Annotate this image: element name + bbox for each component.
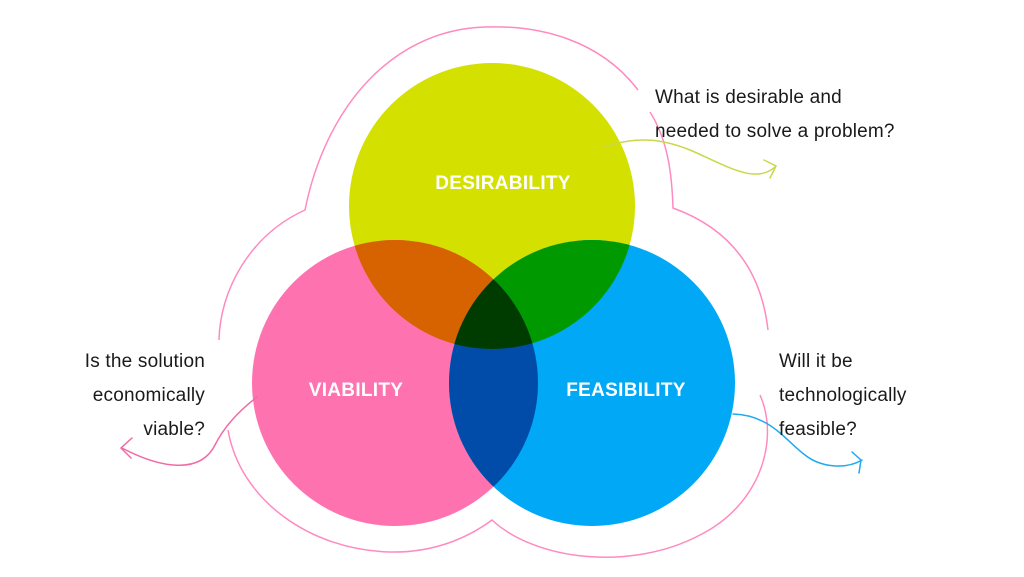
viability-arrow [119,396,258,466]
desirability-feasibility-overlap [449,240,635,349]
question-line: Will it be [779,351,853,372]
desirability-question: What is desirable and needed to solve a … [655,81,895,149]
question-line: needed to solve a problem? [655,121,895,142]
question-line: Is the solution [84,351,205,372]
question-line: What is desirable and [655,87,842,108]
desirability-viability-overlap [349,240,538,349]
question-line: viable? [143,419,205,440]
viability-question: Is the solution economically viable? [20,345,205,447]
feasibility-arrow [732,413,863,474]
feasibility-question: Will it be technologically feasible? [779,345,907,447]
question-line: technologically [779,385,907,406]
viability-label: VIABILITY [309,380,404,401]
outer-outline [218,26,769,558]
question-line: economically [92,385,205,406]
desirability-label: DESIRABILITY [435,173,571,194]
feasibility-label: FEASIBILITY [566,380,685,401]
question-line: feasible? [779,419,857,440]
desirability-arrow [603,139,778,179]
